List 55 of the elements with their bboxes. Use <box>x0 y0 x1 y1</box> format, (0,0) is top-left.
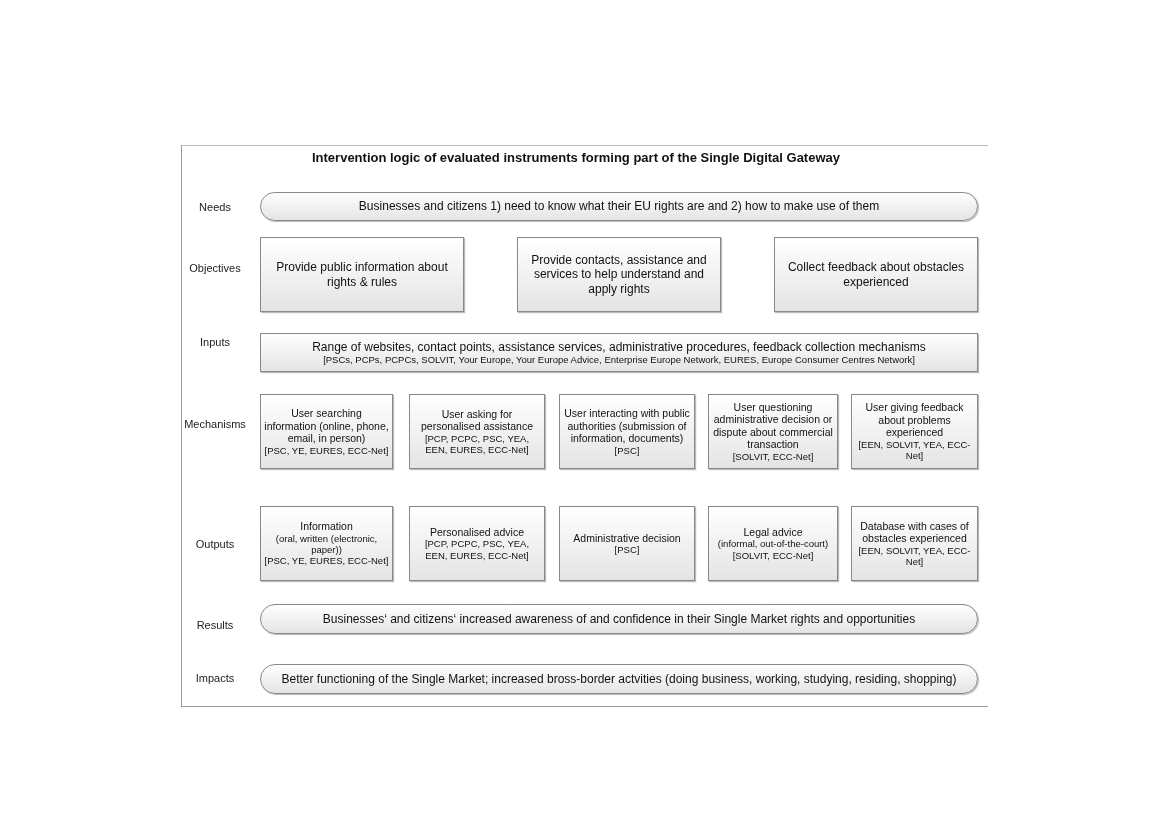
text-box <box>851 394 978 469</box>
row-label: Objectives <box>188 262 242 274</box>
box-text: Administrative decision <box>573 531 681 545</box>
box-text: Legal advice <box>743 525 803 539</box>
box-text: Range of websites, contact points, assistance services, administrative procedures, feedback collection mechanisms <box>312 339 926 354</box>
box-note: [PSC, YE, EURES, ECC-Net] <box>264 444 389 457</box>
text-box <box>851 506 978 581</box>
box-text: Provide contacts, assistance and services to help understand and apply rights <box>530 252 708 297</box>
row-label: Impacts <box>194 672 236 684</box>
box-note: [SOLVIT, ECC-Net] <box>732 451 814 463</box>
text-box <box>409 506 545 581</box>
diagram-title: Intervention logic of evaluated instruments forming part of the Single Digital Gateway <box>311 150 841 165</box>
box-note: [EEN, SOLVIT, YEA, ECC-Net] <box>857 439 972 462</box>
row-label: Outputs <box>194 538 236 550</box>
text-box <box>409 394 545 469</box>
box-text: Collect feedback about obstacles experienced <box>786 260 966 289</box>
box-text: Database with cases of obstacles experienced <box>859 519 970 545</box>
box-note: [PSCs, PCPs, PCPCs, SOLVIT, Your Europe, Your Europe Advice, Enterprise Europe Network, EURES, Europe Consumer Centres Network] <box>323 354 915 366</box>
box-text: Information <box>300 520 353 533</box>
box-text: Businesses‘ and citizens‘ increased awareness of and confidence in their Single Market rights and opportunities <box>322 611 916 627</box>
box-text: Personalised advice <box>430 525 524 539</box>
box-note: [PSC] <box>614 544 640 556</box>
box-note: [EEN, SOLVIT, YEA, ECC-Net] <box>857 544 972 568</box>
box-text: Better functioning of the Single Market; increased bross-border actvities (doing business, working, studying, residing, shopping) <box>281 671 957 687</box>
row-label: Needs <box>198 201 232 213</box>
text-box <box>260 333 978 372</box>
box-text: User searching information (online, phone, email, in person) <box>264 406 389 445</box>
box-note: [PCP, PCPC, PSC, YEA, EEN, EURES, ECC-Net] <box>423 432 531 456</box>
box-text: User giving feedback about problems experienced <box>864 401 965 439</box>
box-text: Provide public information about rights & rules <box>275 260 449 289</box>
box-note: [PSC] <box>614 444 640 457</box>
rounded-band <box>260 192 978 221</box>
row-label: Results <box>195 619 235 631</box>
row-label: Mechanisms <box>183 418 247 430</box>
text-box <box>559 506 695 581</box>
box-note: (oral, written (electronic, paper)) <box>274 532 379 556</box>
text-box <box>260 506 393 581</box>
box-text: Businesses and citizens 1) need to know what their EU rights are and 2) how to make use of them <box>358 199 880 214</box>
box-text: User interacting with public authorities (submission of information, documents) <box>563 406 691 445</box>
box-text: User questioning administrative decision or dispute about commercial transaction <box>712 400 834 451</box>
text-box <box>708 394 838 469</box>
box-note: (informal, out-of-the-court) <box>717 538 829 550</box>
row-label: Inputs <box>199 336 231 348</box>
box-note: [PSC, YE, EURES, ECC-Net] <box>264 555 389 567</box>
text-box <box>774 237 978 312</box>
box-note: [PCP, PCPC, PSC, YEA, EEN, EURES, ECC-Net] <box>423 538 531 562</box>
text-box <box>260 394 393 469</box>
text-box <box>260 237 464 312</box>
rounded-band <box>260 604 978 634</box>
text-box <box>559 394 695 469</box>
text-box <box>708 506 838 581</box>
box-text: User asking for personalised assistance <box>419 407 535 433</box>
rounded-band <box>260 664 978 694</box>
text-box <box>517 237 721 312</box>
box-note: [SOLVIT, ECC-Net] <box>732 549 814 562</box>
